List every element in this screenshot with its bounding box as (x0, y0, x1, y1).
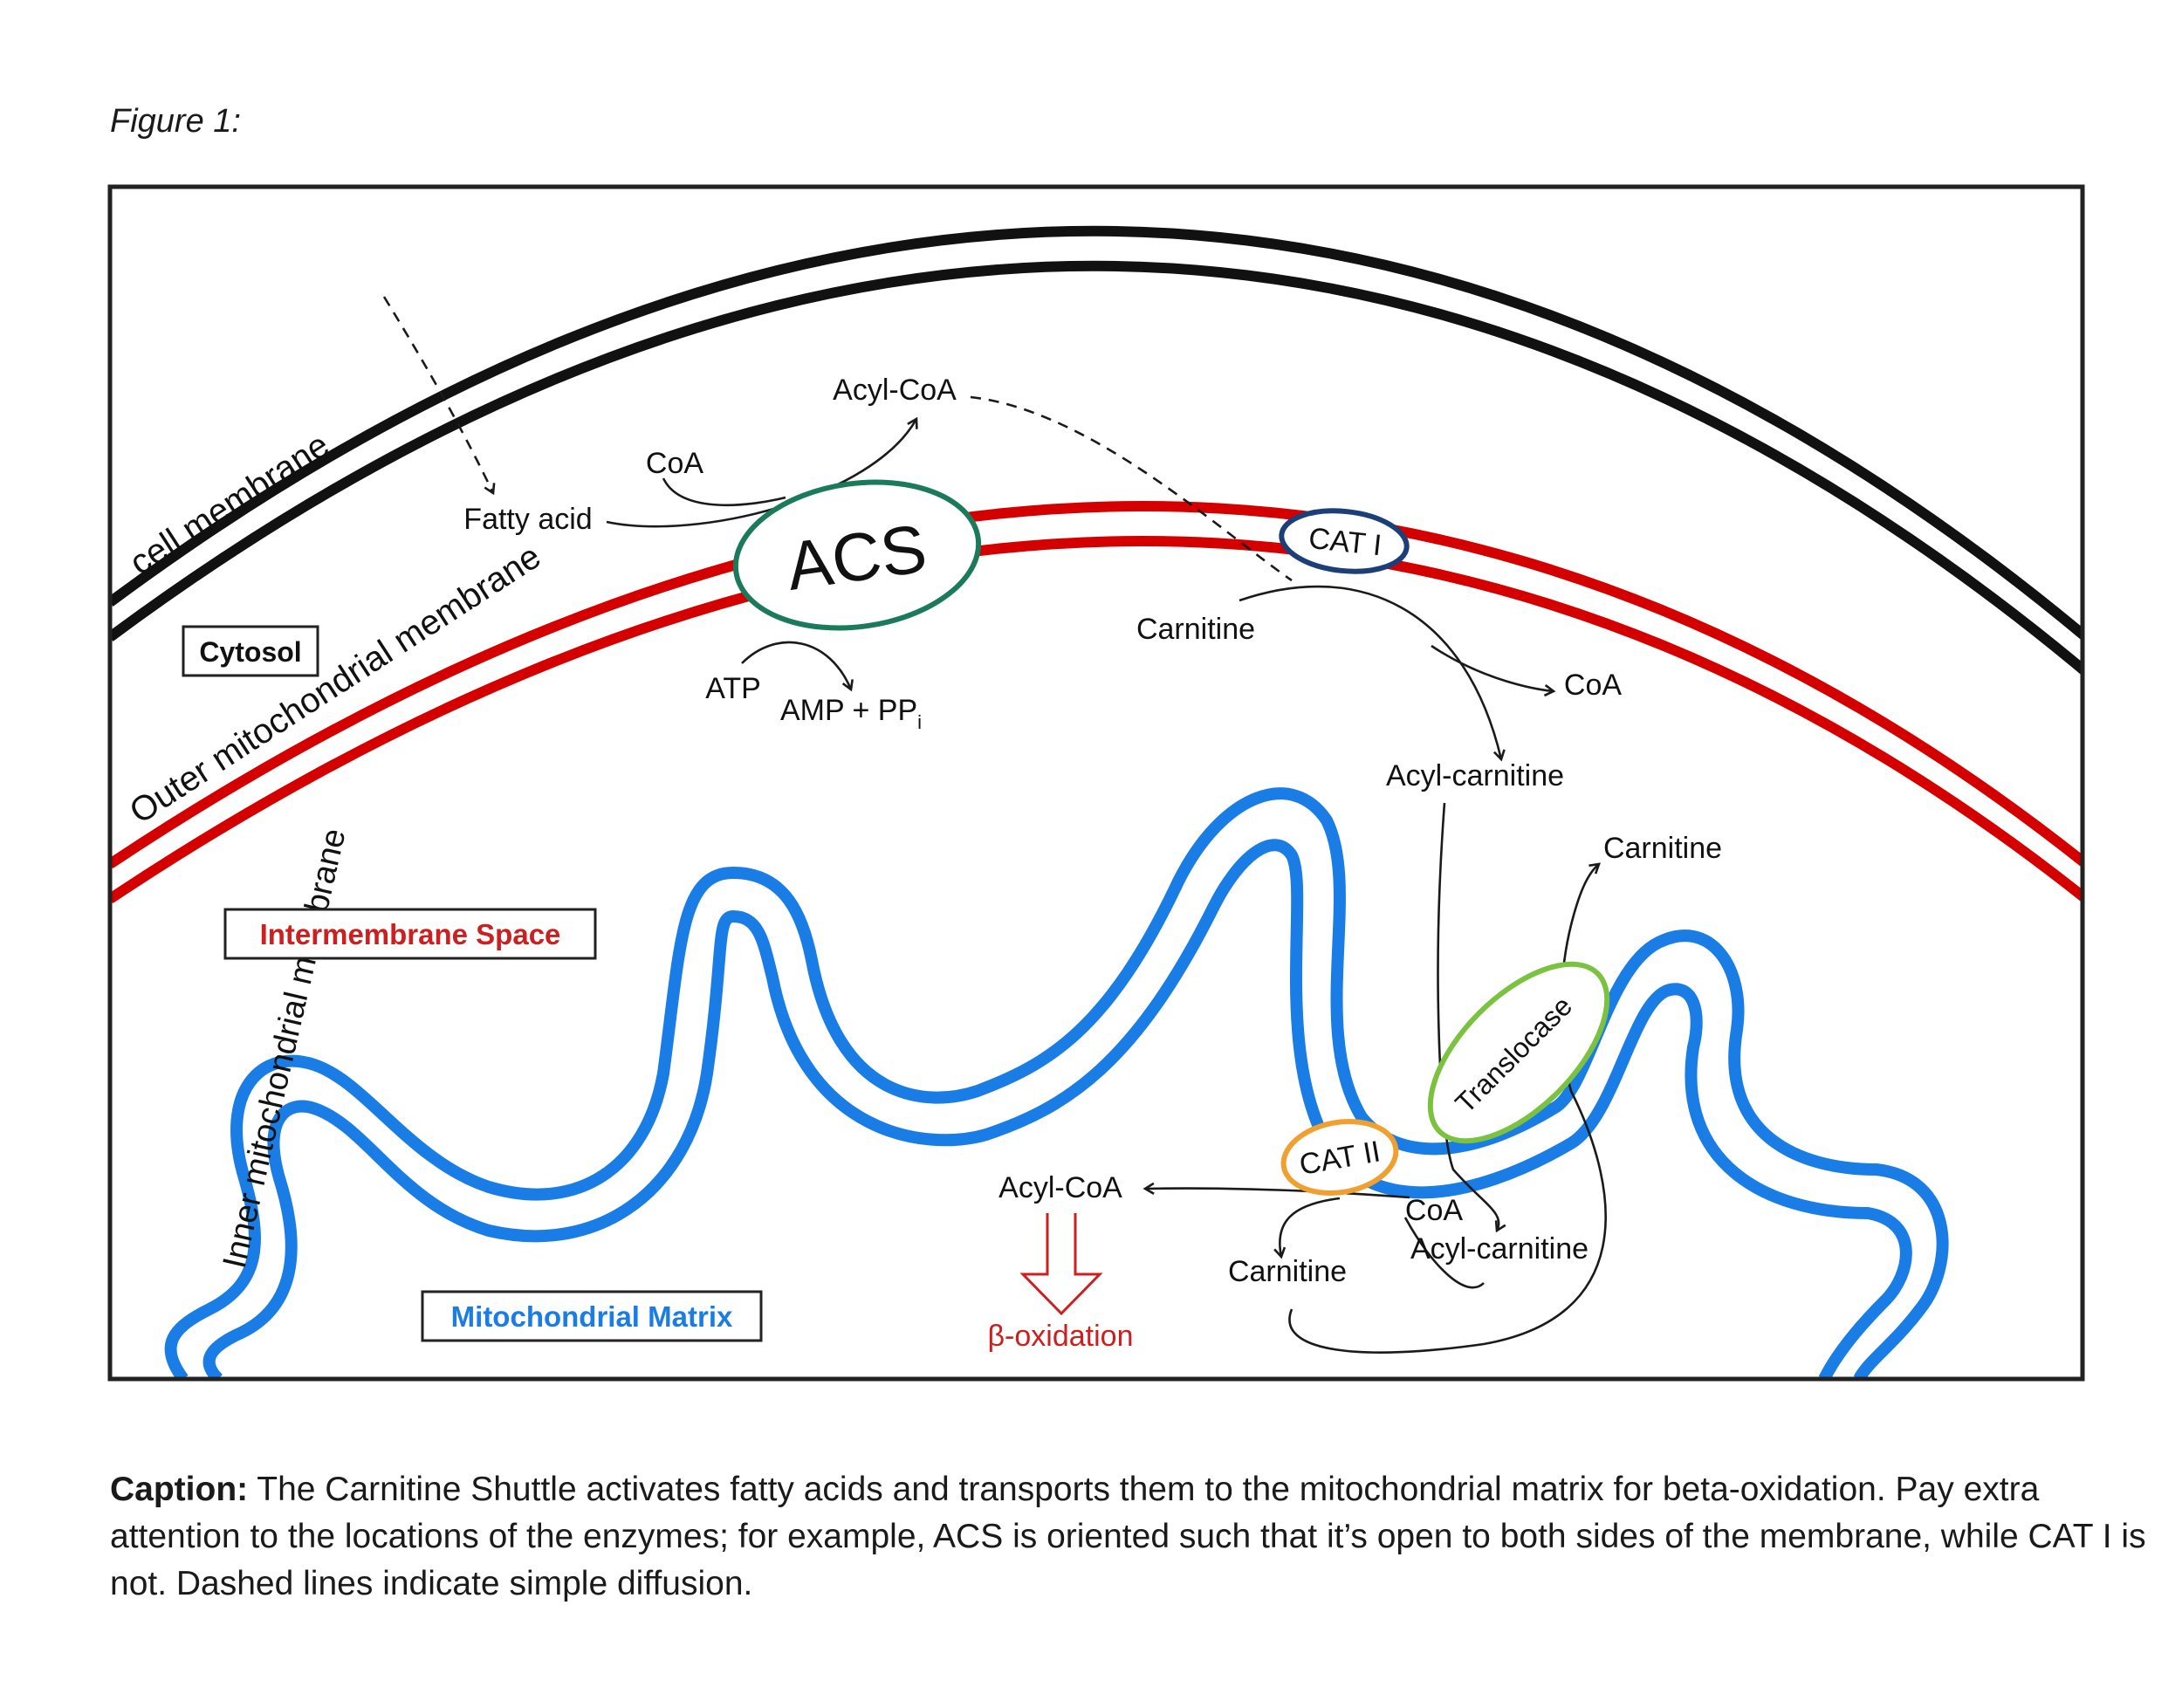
acyl-coa-top-label: Acyl-CoA (833, 374, 957, 407)
cytosol-box (182, 625, 319, 677)
outer-membrane-inner-line (110, 536, 2083, 903)
coa-matrix-label: CoA (1405, 1194, 1463, 1227)
cat2-enzyme (1280, 1119, 1399, 1196)
acyl-carnitine-to-acyl-coa-arrow (1142, 1182, 1410, 1199)
carnitine-release-arrow (1273, 1197, 1341, 1259)
amp-ppi-label: AMP + PPi (780, 694, 922, 733)
coa-top-label: CoA (646, 447, 703, 480)
coa-ims-label: CoA (1564, 669, 1622, 702)
amp-ppi-text: AMP + PP (780, 694, 917, 727)
fatty-acid-label: Fatty acid (463, 503, 592, 536)
cell-membrane-outer-line (110, 225, 2083, 641)
coa-release-arrow (1431, 644, 1556, 697)
ppi-subscript: i (917, 711, 922, 733)
carnitine-to-acyl-carnitine-arrow (1239, 585, 1506, 762)
outer-membrane-outer-line (110, 501, 2083, 868)
coa-input-arrow (662, 477, 786, 507)
acs-enzyme (732, 479, 982, 631)
matrix-label: Mitochondrial Matrix (451, 1300, 733, 1333)
beta-oxidation-arrow (1019, 1213, 1103, 1316)
carnitine-matrix-label: Carnitine (1228, 1255, 1347, 1288)
figure-caption: Caption: The Carnitine Shuttle activates… (110, 1466, 2152, 1608)
acyl-coa-matrix-label: Acyl-CoA (998, 1171, 1122, 1204)
translocase-enzyme (1427, 961, 1610, 1144)
beta-oxidation-label: β-oxidation (988, 1320, 1134, 1353)
carnitine-export-arrow (1288, 862, 1607, 1354)
carnitine-ims-label: Carnitine (1136, 613, 1255, 646)
caption-text: The Carnitine Shuttle activates fatty ac… (110, 1471, 2146, 1602)
inner-membrane-inner-line (202, 839, 1912, 1379)
cell-membrane-inner-line (110, 260, 2083, 676)
inner-membrane-outer-line (164, 787, 1949, 1379)
figure-label: Figure 1: (110, 103, 241, 140)
cat1-enzyme (1279, 508, 1410, 574)
atp-to-amp-arrow (741, 641, 854, 692)
cat1-label: CAT I (1307, 522, 1383, 563)
acyl-carnitine-matrix-label: Acyl-carnitine (1410, 1232, 1588, 1266)
acyl-coa-diffusion-line (970, 395, 1293, 582)
carnitine-out-label: Carnitine (1603, 832, 1722, 865)
carnitine-shuttle-diagram: cell membrane Outer mitochondrial membra… (107, 184, 2085, 1382)
matrix-box (421, 1290, 763, 1342)
intermembrane-space-box (223, 908, 597, 960)
diagram-frame (107, 184, 2085, 1382)
caption-prefix: Caption: (110, 1471, 249, 1508)
cytosol-label: Cytosol (199, 636, 301, 668)
acyl-carnitine-ims-label: Acyl-carnitine (1386, 759, 1564, 792)
atp-label: ATP (705, 672, 761, 705)
intermembrane-space-label: Intermembrane Space (260, 918, 561, 950)
coa-uptake-curve (1403, 1217, 1485, 1289)
